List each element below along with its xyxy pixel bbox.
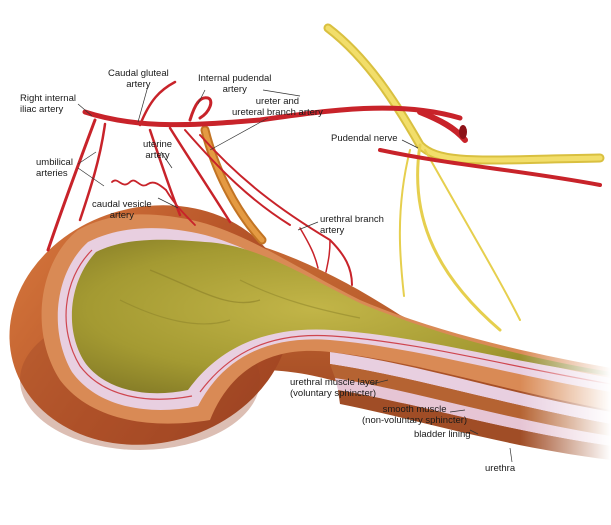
label-ureter-branch-artery: ureter and ureteral branch artery xyxy=(232,96,323,118)
label-pudendal-nerve: Pudendal nerve xyxy=(331,133,398,144)
label-uterine-artery: uterine artery xyxy=(143,139,173,161)
label-caudal-vesicle-artery: caudal vesicle artery xyxy=(92,199,152,221)
leader-lines xyxy=(77,85,513,463)
label-smooth-muscle: smooth muscle (non-voluntary sphincter) xyxy=(362,404,468,426)
arteries xyxy=(46,80,602,286)
label-umbilical-arteries: umbilical arteries xyxy=(36,157,73,179)
label-caudal-gluteal-artery: Caudal gluteal artery xyxy=(108,68,169,90)
label-right-internal-iliac-artery: Right internal iliac artery xyxy=(20,93,76,115)
edge-fade xyxy=(520,300,611,500)
label-bladder-lining: bladder lining xyxy=(414,429,471,440)
label-urethral-branch-artery: urethral branch artery xyxy=(320,214,384,236)
label-urethra: urethra xyxy=(485,463,516,474)
pudendal-nerve xyxy=(323,23,605,332)
label-internal-pudendal-artery: Internal pudendal artery xyxy=(198,73,272,95)
label-urethral-muscle-layer: urethral muscle layer (voluntary sphinct… xyxy=(290,377,379,399)
